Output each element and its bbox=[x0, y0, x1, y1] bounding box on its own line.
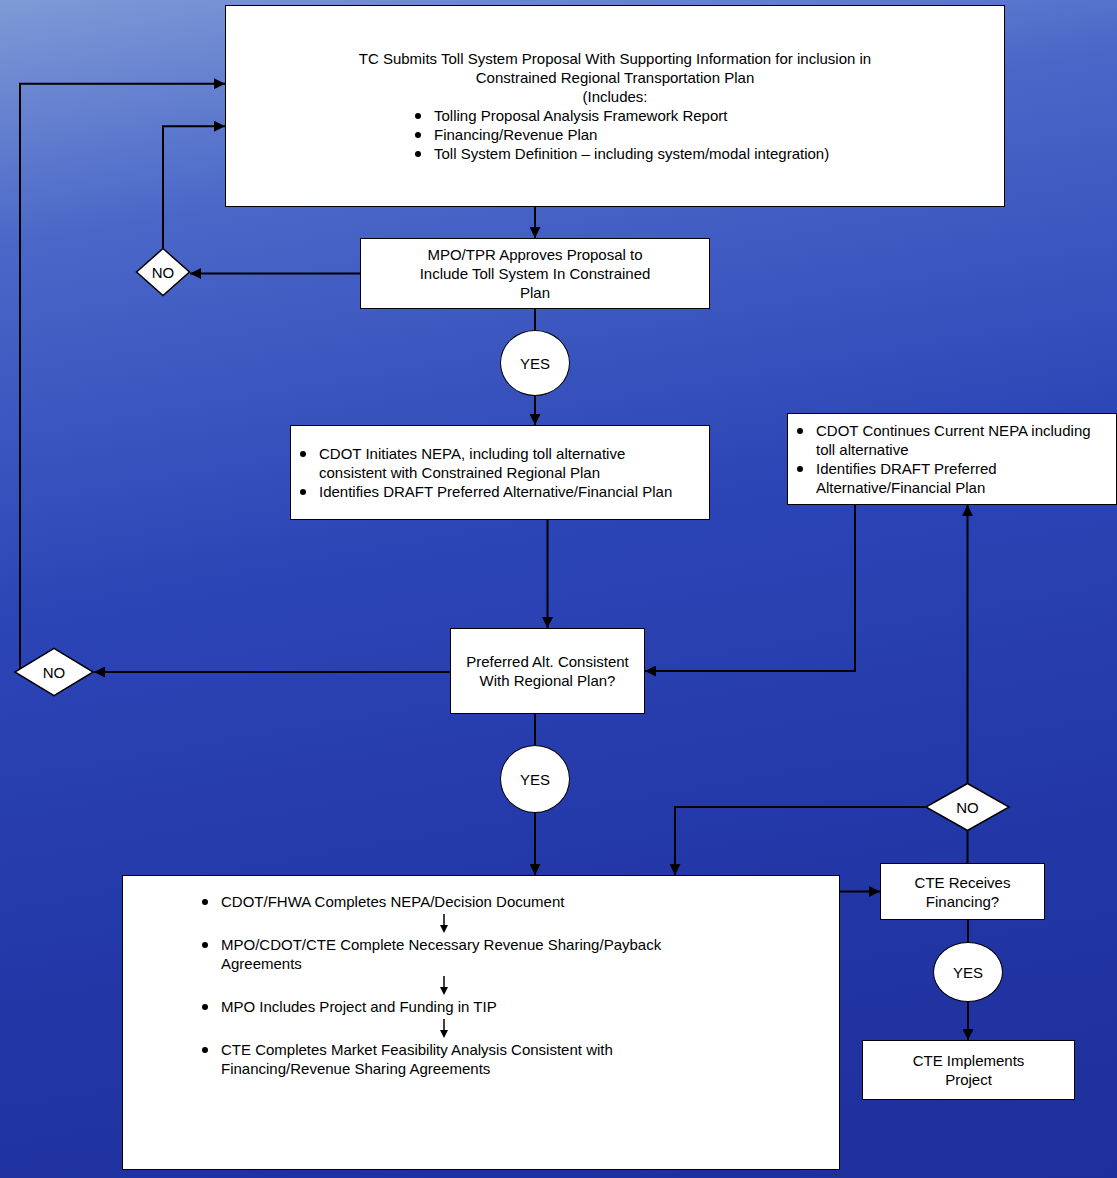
decision-box: Preferred Alt. Consistent With Regional … bbox=[450, 628, 645, 714]
node-text: TC Submits Toll System Proposal With Sup… bbox=[355, 49, 875, 87]
process-box: MPO/TPR Approves Proposal to Include Tol… bbox=[360, 238, 710, 309]
flow-connector bbox=[645, 505, 855, 671]
flow-connector bbox=[94, 671, 450, 673]
flow-connector bbox=[967, 831, 969, 863]
process-box: TC Submits Toll System Proposal With Sup… bbox=[225, 5, 1005, 207]
node-text: YES bbox=[520, 770, 550, 789]
flow-connector bbox=[967, 920, 969, 942]
decision-diamond: NO bbox=[925, 783, 1010, 831]
bullet-text: Financing/Revenue Plan bbox=[434, 125, 864, 144]
bullet-text: Identifies DRAFT Preferred Alternative/F… bbox=[319, 482, 694, 501]
bullet-text: MPO/CDOT/CTE Complete Necessary Revenue … bbox=[221, 935, 681, 973]
step-arrow bbox=[131, 911, 831, 935]
yes-circle: YES bbox=[500, 745, 570, 813]
step-arrow bbox=[131, 1016, 831, 1040]
process-box: CDOT Initiates NEPA, including toll alte… bbox=[290, 425, 710, 520]
step-arrow-line bbox=[434, 1016, 454, 1040]
step-arrow bbox=[131, 973, 831, 997]
flow-connector bbox=[20, 84, 225, 669]
decision-diamond: NO bbox=[14, 648, 94, 696]
flow-connector bbox=[547, 520, 549, 628]
yes-circle: YES bbox=[933, 942, 1003, 1002]
flow-connector bbox=[534, 813, 536, 875]
flow-connector bbox=[840, 891, 880, 893]
flow-connector bbox=[534, 396, 536, 425]
node-text: CTE Implements Project bbox=[904, 1051, 1034, 1089]
yes-circle: YES bbox=[500, 330, 570, 396]
flow-connector bbox=[163, 126, 225, 248]
node-text: MPO/TPR Approves Proposal to Include Tol… bbox=[415, 245, 655, 302]
flow-connector bbox=[967, 1002, 969, 1040]
bullet-text: CDOT/FHWA Completes NEPA/Decision Docume… bbox=[221, 892, 681, 911]
flow-connector bbox=[534, 714, 536, 745]
node-text: CTE Receives Financing? bbox=[893, 873, 1033, 911]
node-text: YES bbox=[953, 963, 983, 982]
node-text: NO bbox=[43, 663, 66, 682]
decision-diamond: NO bbox=[136, 248, 190, 296]
flow-connector bbox=[190, 273, 360, 275]
node-text: NO bbox=[956, 798, 979, 817]
decision-box: CTE Receives Financing? bbox=[880, 863, 1045, 920]
step-arrow-line bbox=[434, 911, 454, 935]
flow-connector bbox=[967, 505, 969, 783]
process-box: CDOT Continues Current NEPA including to… bbox=[787, 413, 1117, 505]
bullet-text: Toll System Definition – including syste… bbox=[434, 144, 864, 163]
bullet-text: CTE Completes Market Feasibility Analysi… bbox=[221, 1040, 681, 1078]
bullet-text: Tolling Proposal Analysis Framework Repo… bbox=[434, 106, 864, 125]
process-box: CTE Implements Project bbox=[862, 1040, 1075, 1100]
bullet-text: CDOT Continues Current NEPA including to… bbox=[816, 421, 1108, 459]
step-arrow-line bbox=[434, 973, 454, 997]
node-text: Preferred Alt. Consistent With Regional … bbox=[463, 652, 633, 690]
bullet-text: CDOT Initiates NEPA, including toll alte… bbox=[319, 444, 694, 482]
bullet-text: MPO Includes Project and Funding in TIP bbox=[221, 997, 681, 1016]
node-text: YES bbox=[520, 354, 550, 373]
process-box: CDOT/FHWA Completes NEPA/Decision Docume… bbox=[122, 875, 840, 1170]
flow-connector bbox=[534, 207, 536, 238]
flow-connector bbox=[534, 309, 536, 330]
bullet-text: Identifies DRAFT Preferred Alternative/F… bbox=[816, 459, 1108, 497]
node-text: NO bbox=[152, 263, 175, 282]
node-text: (Includes: bbox=[582, 87, 647, 106]
